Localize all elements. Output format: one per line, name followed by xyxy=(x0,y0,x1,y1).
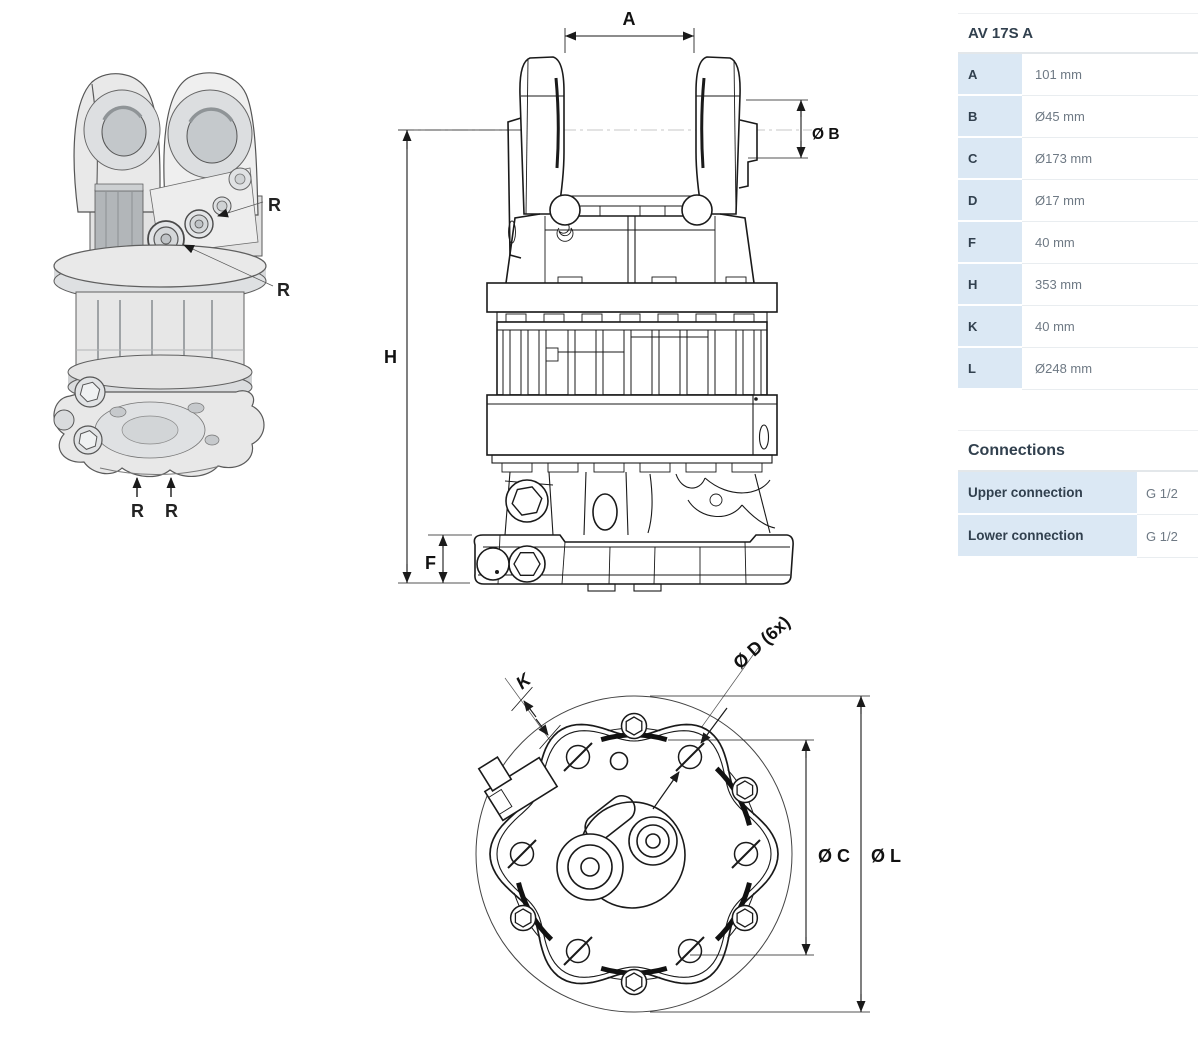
iso-3d-view: R R R R xyxy=(53,72,290,521)
dimension-h: H xyxy=(384,129,522,584)
spec-key: K xyxy=(958,306,1022,348)
connection-value: G 1/2 xyxy=(1137,472,1198,515)
spec-value: 40 mm xyxy=(1022,222,1198,264)
spec-value: Ø248 mm xyxy=(1022,348,1198,390)
spec-value: 40 mm xyxy=(1022,306,1198,348)
port-label-r3: R xyxy=(131,501,144,521)
spec-value: 101 mm xyxy=(1022,54,1198,96)
connections-rows: Upper connection G 1/2 Lower connection … xyxy=(958,472,1198,558)
connection-label: Upper connection xyxy=(958,472,1137,515)
dim-label-l: Ø L xyxy=(871,846,901,866)
dimension-a: A xyxy=(564,9,695,53)
table-row: H 353 mm xyxy=(958,264,1198,306)
bottom-view-drawing: Ø D (6x) K Ø C Ø L xyxy=(475,612,901,1013)
dimension-f: F xyxy=(425,534,472,583)
flange-tab xyxy=(483,756,559,822)
table-row: K 40 mm xyxy=(958,306,1198,348)
spec-key: A xyxy=(958,54,1022,96)
table-row: B Ø45 mm xyxy=(958,96,1198,138)
technical-drawing-canvas: R R R R xyxy=(53,9,901,1013)
dim-label-h: H xyxy=(384,347,397,367)
front-view-drawing: A Ø B H F xyxy=(384,9,840,592)
dim-label-k: K xyxy=(512,668,536,693)
spec-value: Ø17 mm xyxy=(1022,180,1198,222)
dim-label-c: Ø C xyxy=(818,846,850,866)
connection-label: Lower connection xyxy=(958,515,1137,558)
spec-value: Ø173 mm xyxy=(1022,138,1198,180)
table-row: Upper connection G 1/2 xyxy=(958,472,1198,515)
table-row: Lower connection G 1/2 xyxy=(958,515,1198,558)
port-label-r4: R xyxy=(165,501,178,521)
port-label-leaders xyxy=(132,201,274,497)
dim-label-b: Ø B xyxy=(812,126,840,143)
dim-label-a: A xyxy=(623,9,636,29)
dim-label-f: F xyxy=(425,553,436,573)
dim-label-d: Ø D (6x) xyxy=(729,612,794,673)
connections-title: Connections xyxy=(958,431,1198,472)
connection-value: G 1/2 xyxy=(1137,515,1198,558)
port-label-r2: R xyxy=(277,280,290,300)
spec-key: C xyxy=(958,138,1022,180)
table-row: L Ø248 mm xyxy=(958,348,1198,390)
table-row: A 101 mm xyxy=(958,54,1198,96)
spec-table: AV 17S A A 101 mm B Ø45 mm C Ø173 mm D Ø… xyxy=(958,13,1198,390)
spec-table-title: AV 17S A xyxy=(958,14,1198,54)
spec-key: B xyxy=(958,96,1022,138)
dimension-b: Ø B xyxy=(746,99,840,159)
table-row: C Ø173 mm xyxy=(958,138,1198,180)
connections-table: Connections Upper connection G 1/2 Lower… xyxy=(958,430,1198,558)
port-label-r1: R xyxy=(268,195,281,215)
spec-key: F xyxy=(958,222,1022,264)
spec-key: L xyxy=(958,348,1022,390)
spec-value: Ø45 mm xyxy=(1022,96,1198,138)
table-row: D Ø17 mm xyxy=(958,180,1198,222)
dimension-l: Ø L xyxy=(650,695,901,1013)
spec-value: 353 mm xyxy=(1022,264,1198,306)
table-row: F 40 mm xyxy=(958,222,1198,264)
dimension-c: Ø C xyxy=(668,739,850,956)
spec-key: D xyxy=(958,180,1022,222)
spec-table-rows: A 101 mm B Ø45 mm C Ø173 mm D Ø17 mm F 4… xyxy=(958,54,1198,390)
spec-key: H xyxy=(958,264,1022,306)
